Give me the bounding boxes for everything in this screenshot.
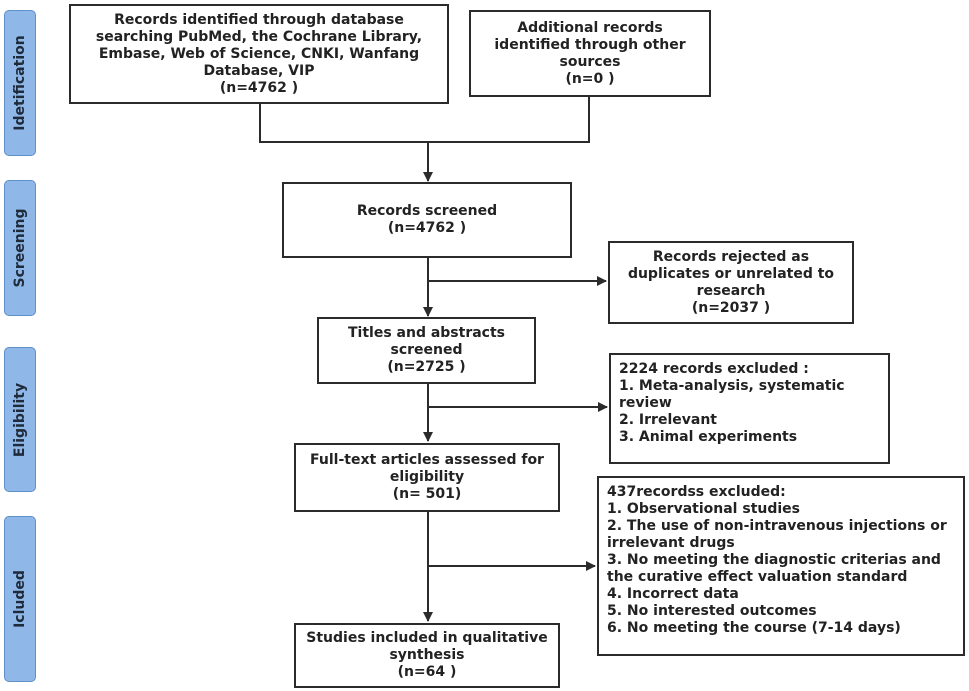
phase-included: Icluded [4, 516, 36, 682]
phase-identification: Idetification [4, 10, 36, 156]
box-fulltext-assessed: Full-text articles assessed for eligibil… [294, 443, 560, 512]
box-records-screened: Records screened (n=4762 ) [282, 182, 572, 258]
phase-screening: Screening [4, 180, 36, 316]
box-studies-included: Studies included in qualitative synthesi… [294, 623, 560, 688]
box-other-records: Additional records identified through ot… [469, 10, 711, 97]
merge-line [259, 97, 590, 143]
box-database-records: Records identified through database sear… [69, 4, 449, 104]
box-records-rejected: Records rejected as duplicates or unrela… [608, 241, 854, 324]
box-excluded-2224: 2224 records excluded : 1. Meta-analysis… [609, 353, 890, 464]
box-titles-abstracts: Titles and abstracts screened (n=2725 ) [317, 317, 536, 384]
phase-eligibility: Eligibility [4, 347, 36, 492]
box-excluded-437: 437recordss excluded: 1. Observational s… [597, 476, 965, 656]
